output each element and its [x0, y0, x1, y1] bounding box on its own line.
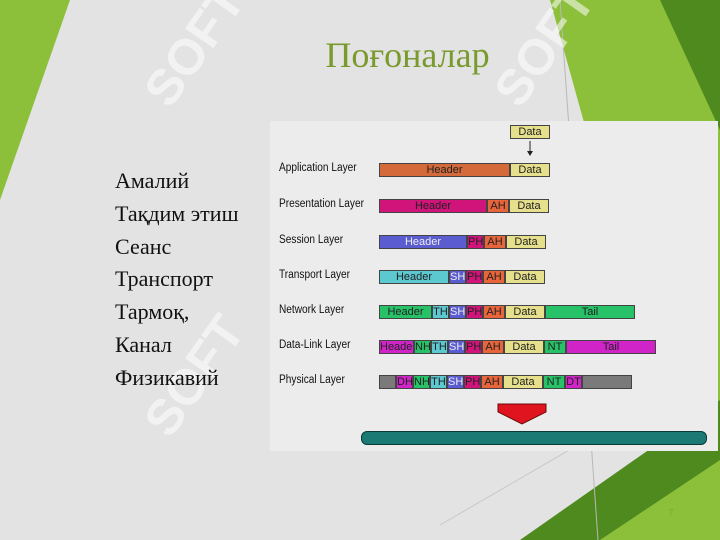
layer-list: Амалий Тақдим этиш Сеанс Транспорт Тармо…: [115, 165, 239, 395]
layer-segment: Data: [504, 340, 544, 354]
layer-segment: AH: [482, 340, 504, 354]
transmission-cable: [361, 431, 707, 445]
layer-label: Network Layer: [279, 304, 345, 316]
layer-label: Application Layer: [279, 162, 357, 174]
list-item: Амалий: [115, 168, 190, 193]
layer-segment: PH: [466, 270, 483, 284]
layer-segment: Data: [505, 270, 545, 284]
layer-segment: DH: [396, 375, 413, 389]
layer-segment: AH: [483, 305, 505, 319]
layer-segment: Data: [503, 375, 543, 389]
down-arrow-small-icon: [527, 141, 533, 156]
list-item: Транспорт: [115, 266, 214, 292]
layer-segment: Header: [379, 163, 510, 177]
layer-label: Presentation Layer: [279, 198, 364, 210]
page-number: 7: [668, 508, 674, 519]
layer-segment: TH: [430, 375, 447, 389]
layer-label: Data-Link Layer: [279, 339, 351, 351]
layer-segment: NH: [413, 375, 430, 389]
layer-segment: NT: [543, 375, 565, 389]
layer-segment: SH: [448, 340, 465, 354]
layer-segment: [379, 375, 396, 389]
layer-segment: Header: [379, 340, 414, 354]
layer-segment: TH: [432, 305, 449, 319]
list-item: Сеанс: [115, 233, 172, 259]
layer-label: Session Layer: [279, 234, 344, 246]
layer-label: Physical Layer: [279, 374, 345, 386]
layer-segment: PH: [465, 340, 482, 354]
layer-segment: [582, 375, 632, 389]
layer-segment: SH: [447, 375, 464, 389]
green-corner-bottom-right-light: [600, 460, 720, 540]
red-down-arrow-shape: [497, 403, 547, 425]
layer-segment: PH: [466, 305, 483, 319]
layer-segment: NT: [544, 340, 566, 354]
layer-segment: Data: [505, 305, 545, 319]
layer-segment: PH: [464, 375, 481, 389]
layer-segment: Header: [379, 199, 487, 213]
layer-segment: Header: [379, 235, 467, 249]
red-down-arrow-icon: [497, 403, 547, 425]
green-band-right-dark: [610, 0, 720, 130]
layer-segment: AH: [484, 235, 506, 249]
layer-label: Transport Layer: [279, 269, 351, 281]
layer-segment: AH: [481, 375, 503, 389]
slide-title: Поғоналар: [325, 35, 490, 75]
layer-segment: PH: [467, 235, 484, 249]
layer-segment: Data: [506, 235, 546, 249]
green-corner-left: [0, 0, 70, 200]
layer-segment: AH: [483, 270, 505, 284]
layer-segment: Header: [379, 270, 449, 284]
layer-segment: SH: [449, 305, 466, 319]
layer-segment: AH: [487, 199, 509, 213]
layer-segment: Tail: [545, 305, 635, 319]
layer-segment: Data: [509, 199, 549, 213]
layer-segment: Data: [510, 163, 550, 177]
layer-segment: DT: [565, 375, 582, 389]
list-item: Тақдим этиш: [115, 200, 239, 226]
layer-segment: Tail: [566, 340, 656, 354]
list-item: Канал: [115, 331, 172, 357]
layer-segment: NH: [414, 340, 431, 354]
layer-segment: Header: [379, 305, 432, 319]
layer-segment: SH: [449, 270, 466, 284]
list-item: Тармоқ,: [115, 299, 190, 325]
top-data-box: Data: [510, 125, 550, 139]
list-item: Физикавий: [115, 364, 219, 390]
layer-segment: TH: [431, 340, 448, 354]
